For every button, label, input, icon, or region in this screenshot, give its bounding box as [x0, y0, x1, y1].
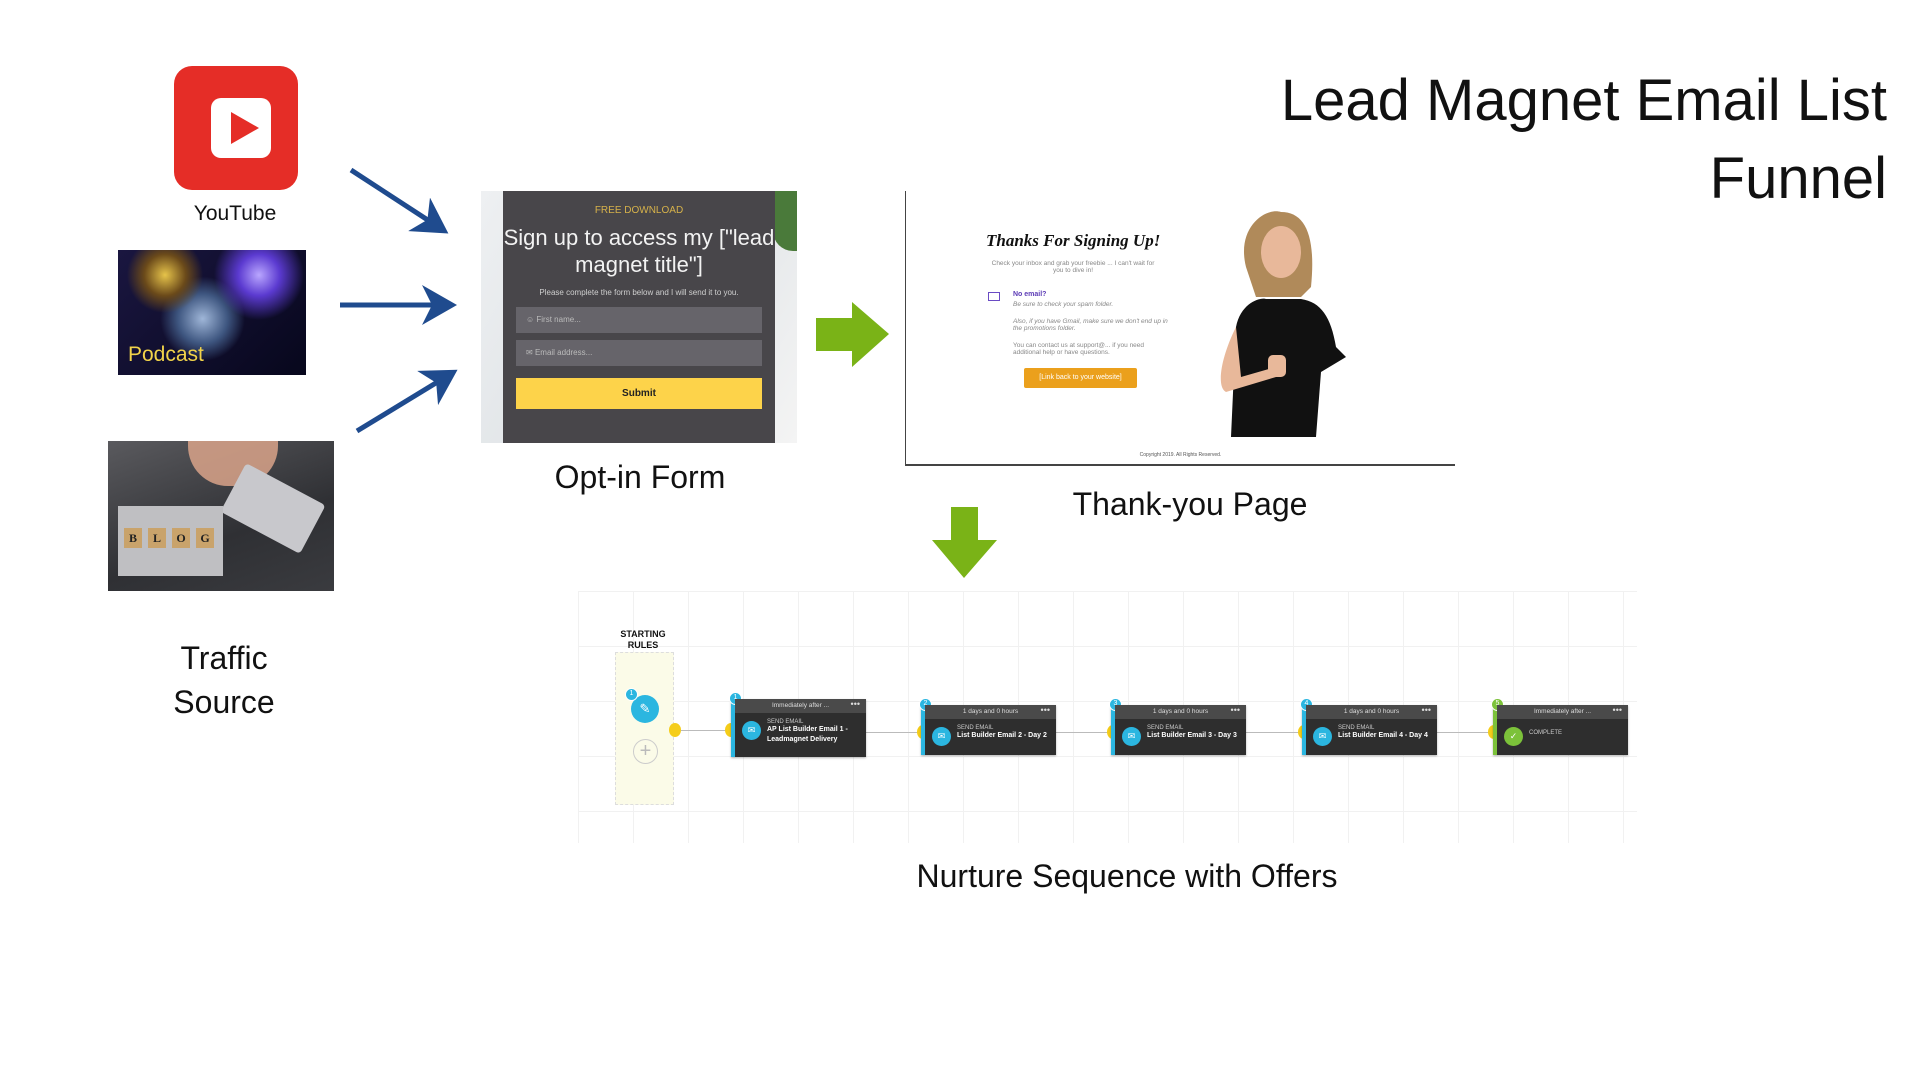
send-email-icon: ✉ — [1313, 727, 1332, 746]
thank-you-heading: Thanks For Signing Up! — [986, 231, 1161, 250]
starting-rules-panel: ✎1 + — [615, 652, 674, 805]
page-title: Lead Magnet Email List Funnel — [1280, 68, 1887, 211]
envelope-icon — [988, 292, 1000, 301]
envelope-icon: ✉ — [526, 348, 535, 357]
more-options-icon[interactable]: ••• — [1040, 705, 1050, 715]
optin-form-label: Opt-in Form — [554, 459, 726, 495]
optin-headline: Sign up to access my ["lead magnet title… — [503, 225, 775, 277]
arrow-youtube-to-optin — [349, 167, 449, 234]
youtube-label: YouTube — [193, 202, 277, 225]
form-edit-icon[interactable]: ✎1 — [625, 688, 659, 723]
podcast-image: Podcast — [118, 250, 306, 375]
optin-form-screenshot: FREE DOWNLOAD Sign up to access my ["lea… — [481, 191, 797, 443]
add-rule-button[interactable]: + — [633, 739, 658, 764]
first-name-input[interactable]: ☺ First name... — [516, 307, 762, 333]
arrow-optin-to-thankyou — [816, 302, 889, 367]
send-email-icon: ✉ — [932, 727, 951, 746]
nurture-sequence-label: Nurture Sequence with Offers — [916, 858, 1338, 894]
podcast-label: Podcast — [128, 343, 204, 366]
thank-you-page-label: Thank-you Page — [1072, 486, 1308, 522]
submit-button[interactable]: Submit — [516, 378, 762, 409]
send-email-icon: ✉ — [742, 721, 761, 740]
more-options-icon[interactable]: ••• — [1612, 705, 1622, 715]
arrow-thankyou-to-sequence — [932, 507, 997, 578]
link-back-button[interactable]: [Link back to your website] — [1024, 368, 1137, 388]
more-options-icon[interactable]: ••• — [1421, 705, 1431, 715]
send-email-icon: ✉ — [1122, 727, 1141, 746]
user-icon: ☺ — [526, 315, 537, 324]
nurture-sequence-workflow: STARTING RULES ✎1 + 1 Immediately after … — [578, 591, 1637, 843]
more-options-icon[interactable]: ••• — [850, 699, 860, 709]
youtube-logo — [174, 66, 298, 190]
email-input[interactable]: ✉ Email address... — [516, 340, 762, 366]
thank-you-page-screenshot: Thanks For Signing Up! Check your inbox … — [905, 191, 1455, 466]
more-options-icon[interactable]: ••• — [1230, 705, 1240, 715]
arrow-blog-to-optin — [355, 369, 458, 434]
play-icon — [231, 112, 259, 144]
sequence-step-complete[interactable]: 5 Immediately after ...••• ✓COMPLETE — [1491, 698, 1628, 755]
checkmark-icon: ✓ — [1504, 727, 1523, 746]
woman-thumbs-up-photo — [1220, 211, 1346, 437]
